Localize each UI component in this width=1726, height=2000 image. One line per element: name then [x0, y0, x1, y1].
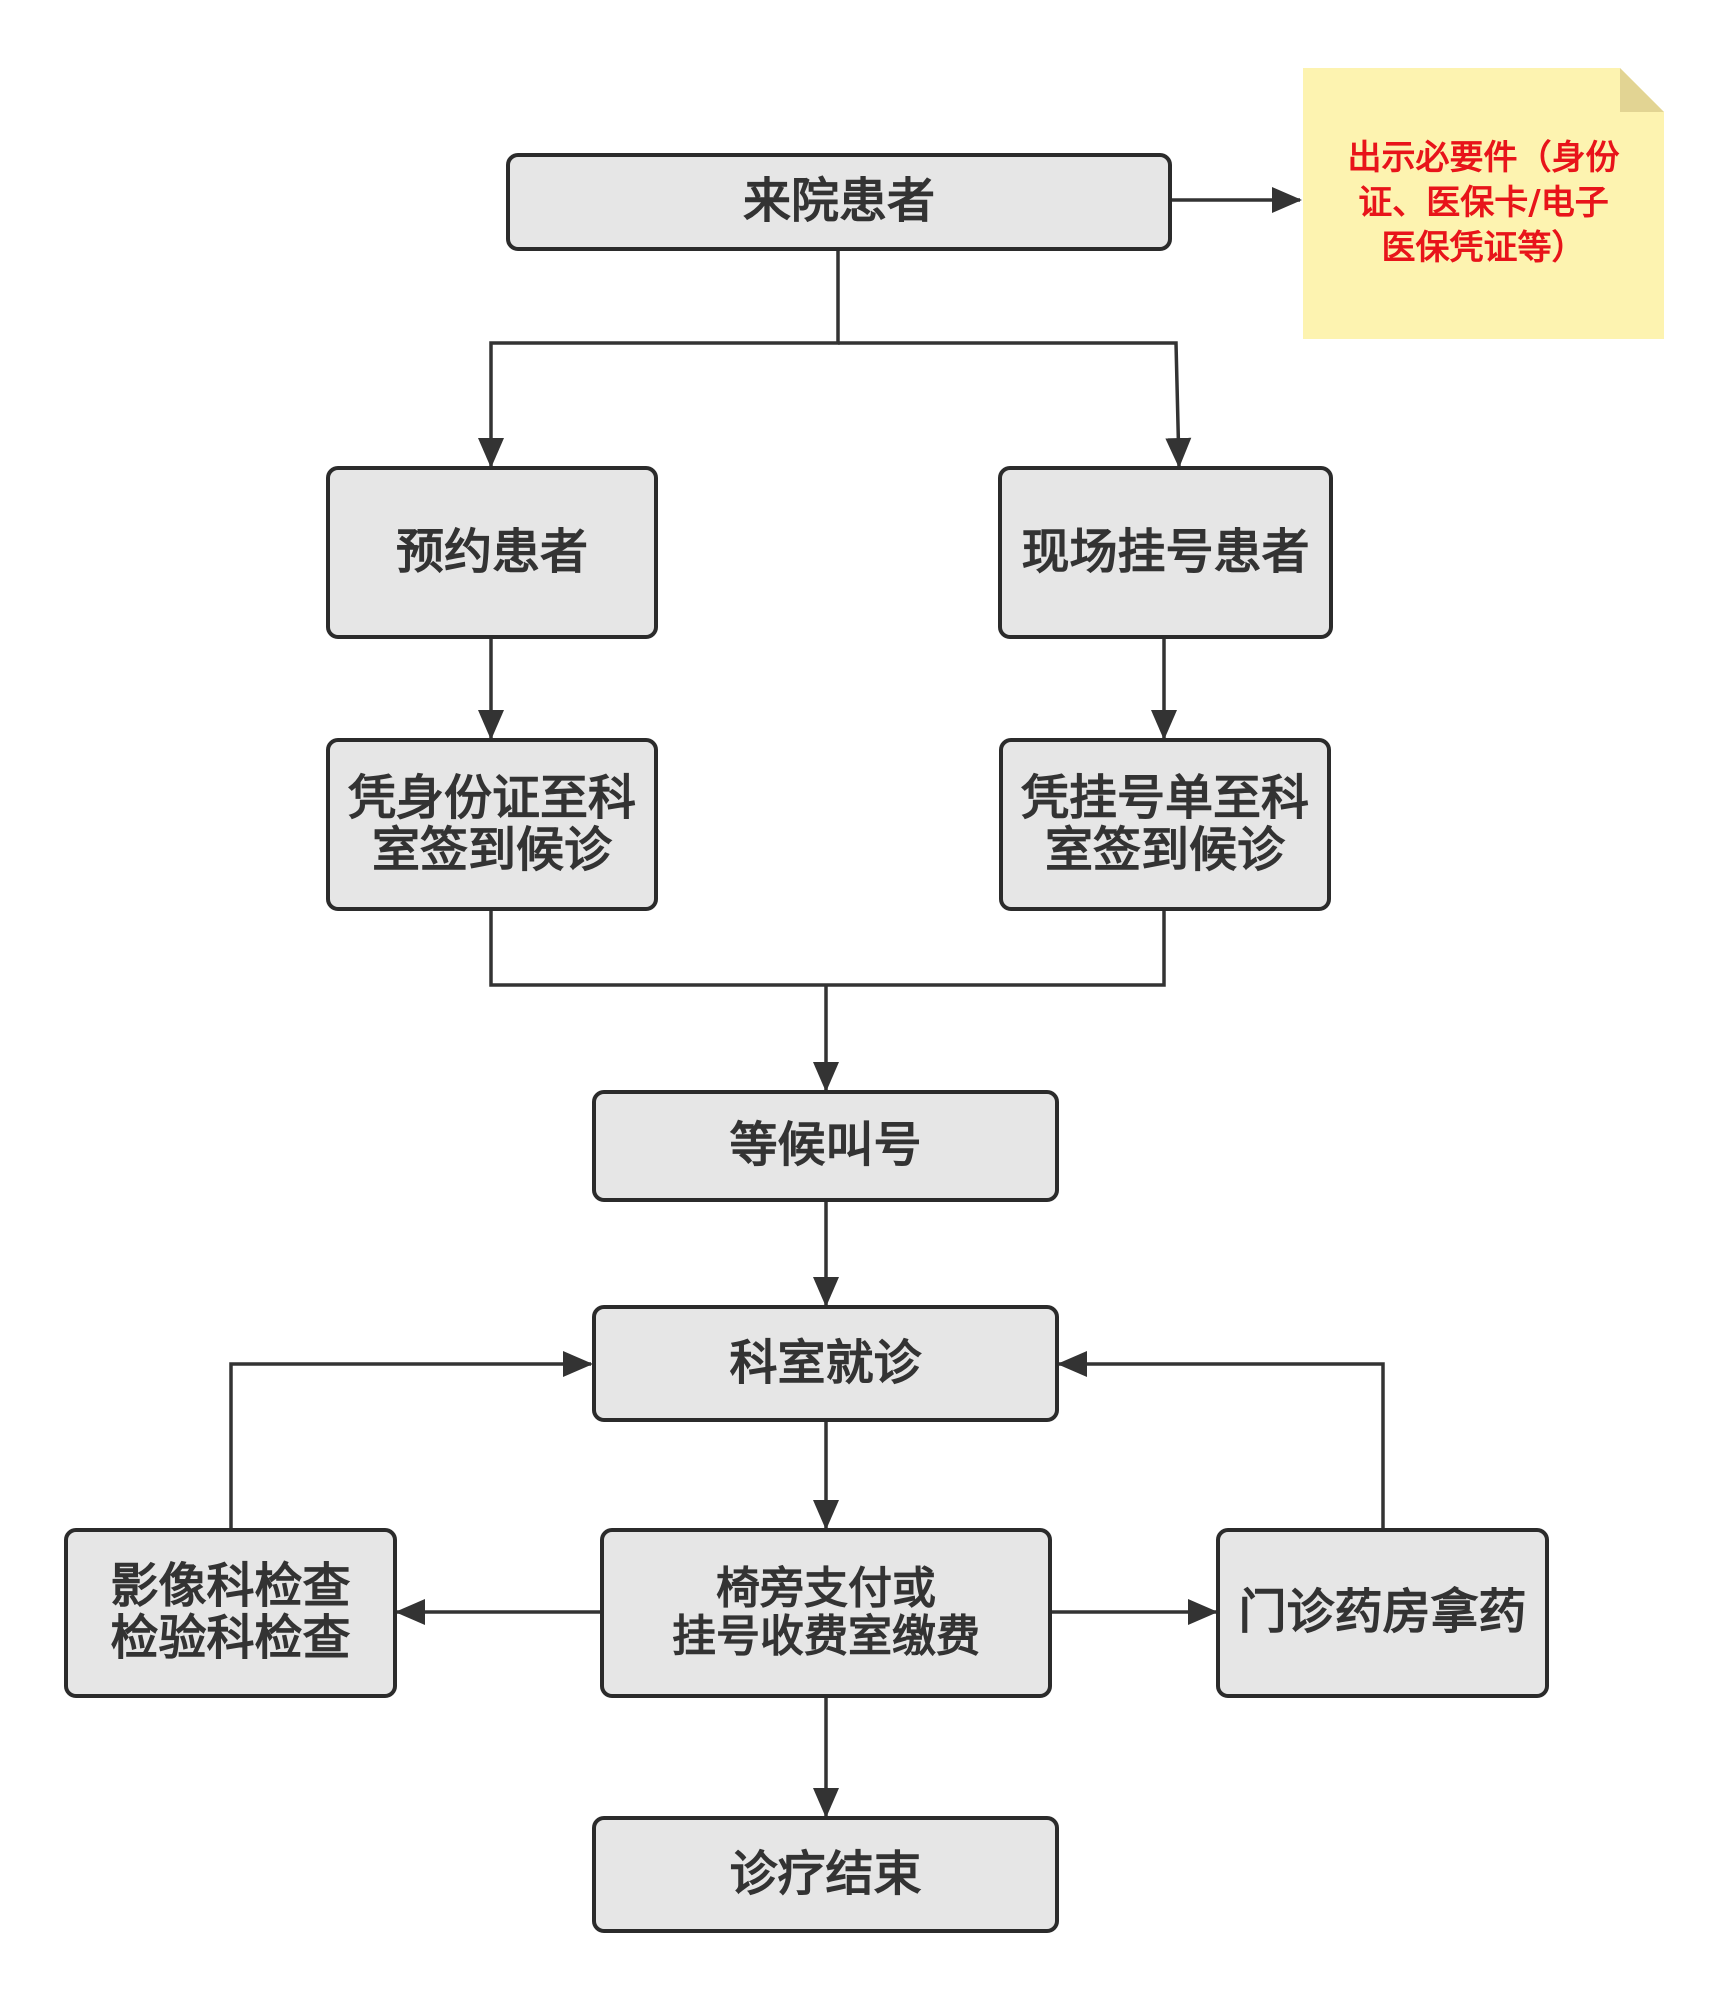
sticky-note-text: 出示必要件（身份 证、医保卡/电子 医保凭证等）	[1347, 138, 1620, 268]
connector-idcheckin-merge	[489, 909, 1166, 987]
node-patient-arrival: 来院患者	[506, 153, 1172, 251]
node-wait-for-call: 等候叫号	[592, 1090, 1059, 1202]
node-appointment-patient: 预约患者	[326, 466, 658, 639]
connector-pharmacy-to-consultation	[1057, 1351, 1385, 1528]
connector-arrival-to-appointment	[478, 250, 840, 468]
node-treatment-end: 诊疗结束	[592, 1816, 1059, 1933]
node-registration-slip-checkin: 凭挂号单至科 室签到候诊	[999, 738, 1331, 911]
node-outpatient-pharmacy: 门诊药房拿药	[1216, 1528, 1549, 1698]
connector-arrival-to-onsite	[838, 341, 1192, 468]
node-department-consultation: 科室就诊	[592, 1305, 1059, 1422]
node-imaging-lab-exams: 影像科检查 检验科检查	[64, 1528, 397, 1698]
node-id-card-checkin: 凭身份证至科 室签到候诊	[326, 738, 658, 911]
node-onsite-registration-patient: 现场挂号患者	[998, 466, 1333, 639]
connector-exams-to-consultation	[229, 1351, 593, 1528]
node-payment: 椅旁支付或 挂号收费室缴费	[600, 1528, 1052, 1698]
sticky-note	[1303, 68, 1664, 339]
